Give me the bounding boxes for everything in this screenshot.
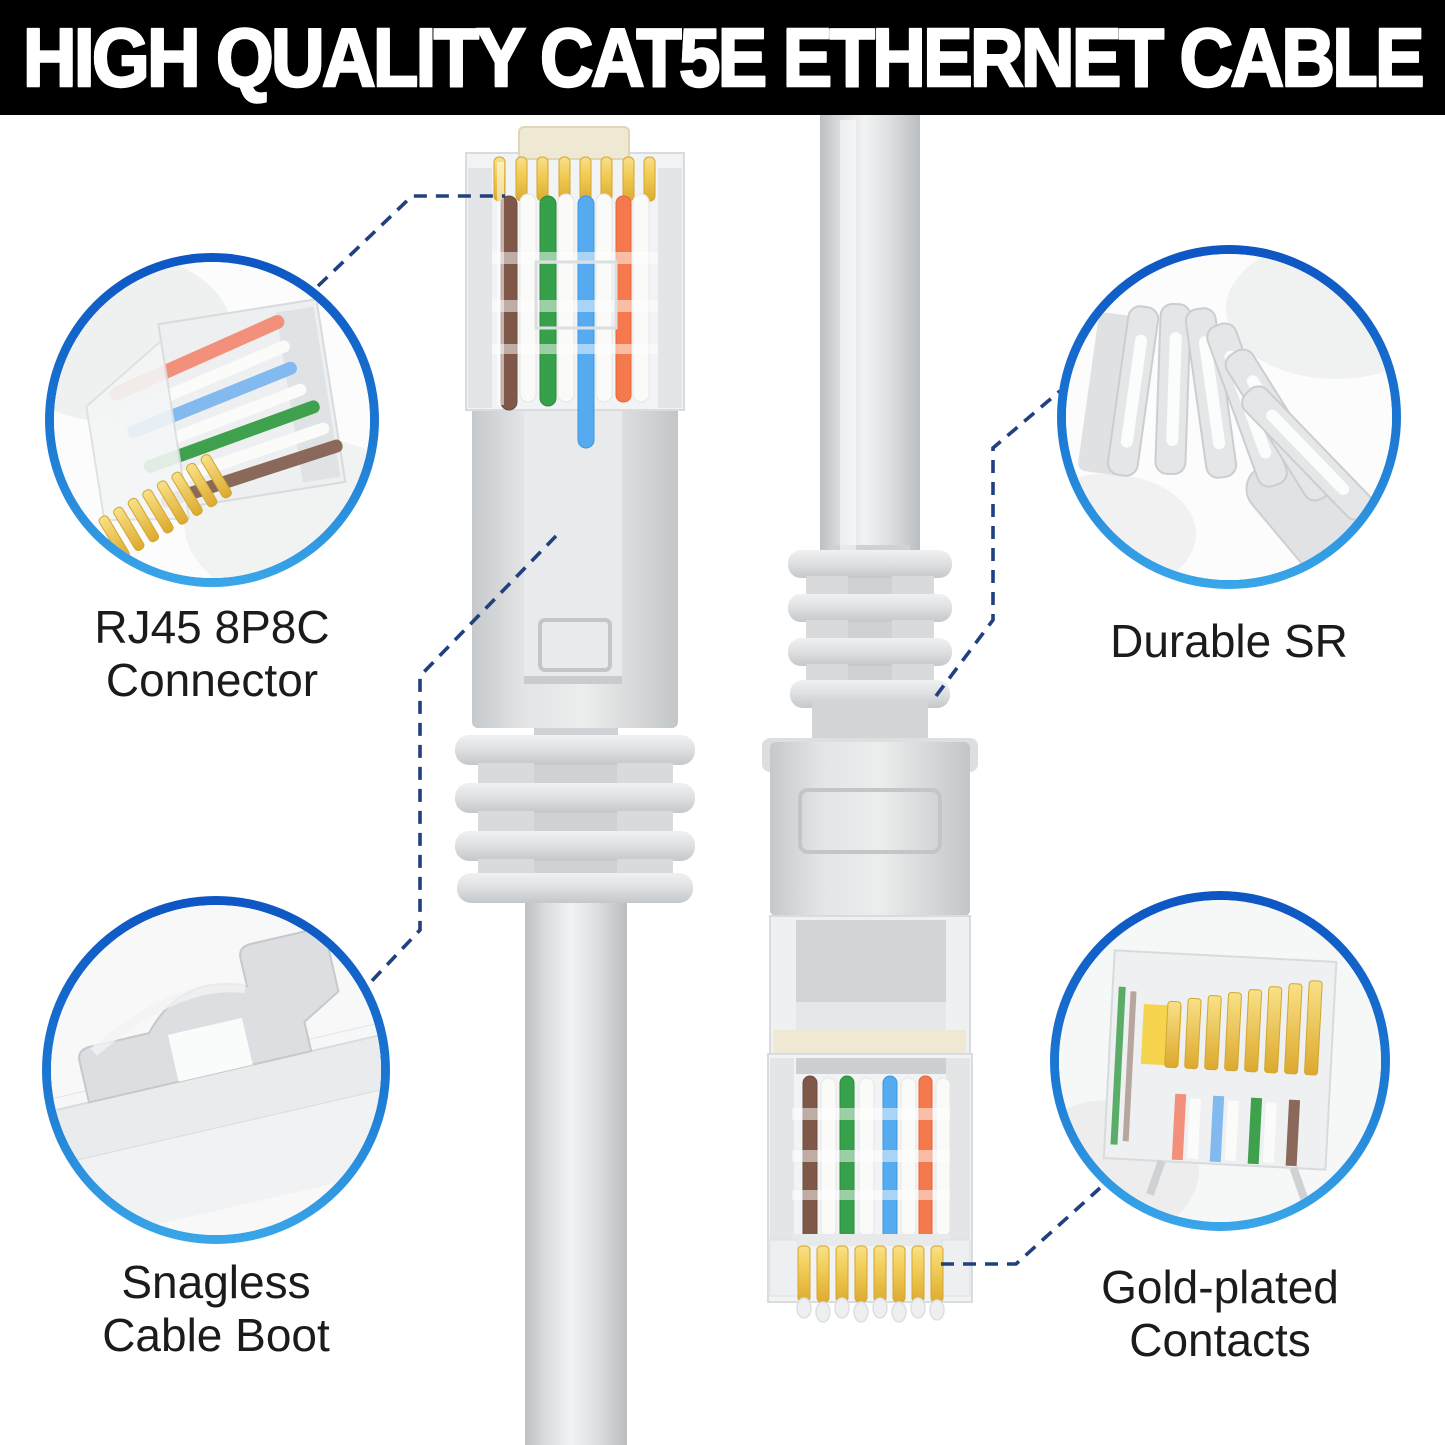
callout-circle-gold — [1050, 891, 1390, 1231]
strain-relief-photo — [1066, 254, 1392, 580]
left-cable — [525, 890, 627, 1445]
banner: HIGH QUALITY CAT5E ETHERNET CABLE — [0, 0, 1445, 115]
left-connector-head — [465, 126, 685, 449]
right-rj45-cable-assembly — [762, 112, 978, 1323]
callout-durable-sr: Durable SR — [1057, 245, 1401, 668]
left-boot — [455, 735, 695, 903]
callout-circle-rj45 — [45, 253, 379, 587]
callout-label-durable-sr: Durable SR — [1110, 615, 1348, 668]
right-connector-head — [767, 120, 973, 1323]
rj45-connector-photo — [54, 262, 370, 578]
label-line: Durable SR — [1110, 615, 1348, 667]
gold-contacts-photo — [1059, 900, 1381, 1222]
callout-label-snagless: Snagless Cable Boot — [102, 1256, 330, 1362]
right-gold-contacts — [797, 1245, 944, 1303]
leader-lines — [316, 194, 1102, 1266]
right-boot — [788, 550, 952, 742]
callout-label-rj45: RJ45 8P8C Connector — [94, 601, 329, 707]
callout-circle-snagless — [42, 896, 390, 1244]
callout-snagless: Snagless Cable Boot — [42, 896, 390, 1362]
label-line: Snagless — [121, 1256, 311, 1308]
label-line: Connector — [105, 654, 319, 706]
label-line: Contacts — [1129, 1314, 1311, 1366]
leader-gold-contacts — [941, 1186, 1102, 1266]
leader-snagless-boot — [365, 534, 558, 988]
banner-title: HIGH QUALITY CAT5E ETHERNET CABLE — [22, 10, 1426, 105]
callout-rj45: RJ45 8P8C Connector — [45, 253, 379, 707]
right-connector-body — [762, 738, 978, 916]
callout-label-gold: Gold-plated Contacts — [1101, 1261, 1339, 1367]
label-line: Cable Boot — [102, 1309, 330, 1361]
left-rj45-cable-assembly — [455, 126, 695, 1445]
leader-durable-sr — [934, 389, 1062, 698]
snagless-boot-photo — [51, 905, 381, 1235]
right-cable — [820, 112, 920, 562]
callout-gold: Gold-plated Contacts — [1050, 891, 1390, 1367]
left-connector-body — [472, 406, 678, 728]
label-line: Gold-plated — [1101, 1261, 1339, 1313]
callout-circle-durable-sr — [1057, 245, 1401, 589]
label-line: RJ45 8P8C — [94, 601, 330, 653]
